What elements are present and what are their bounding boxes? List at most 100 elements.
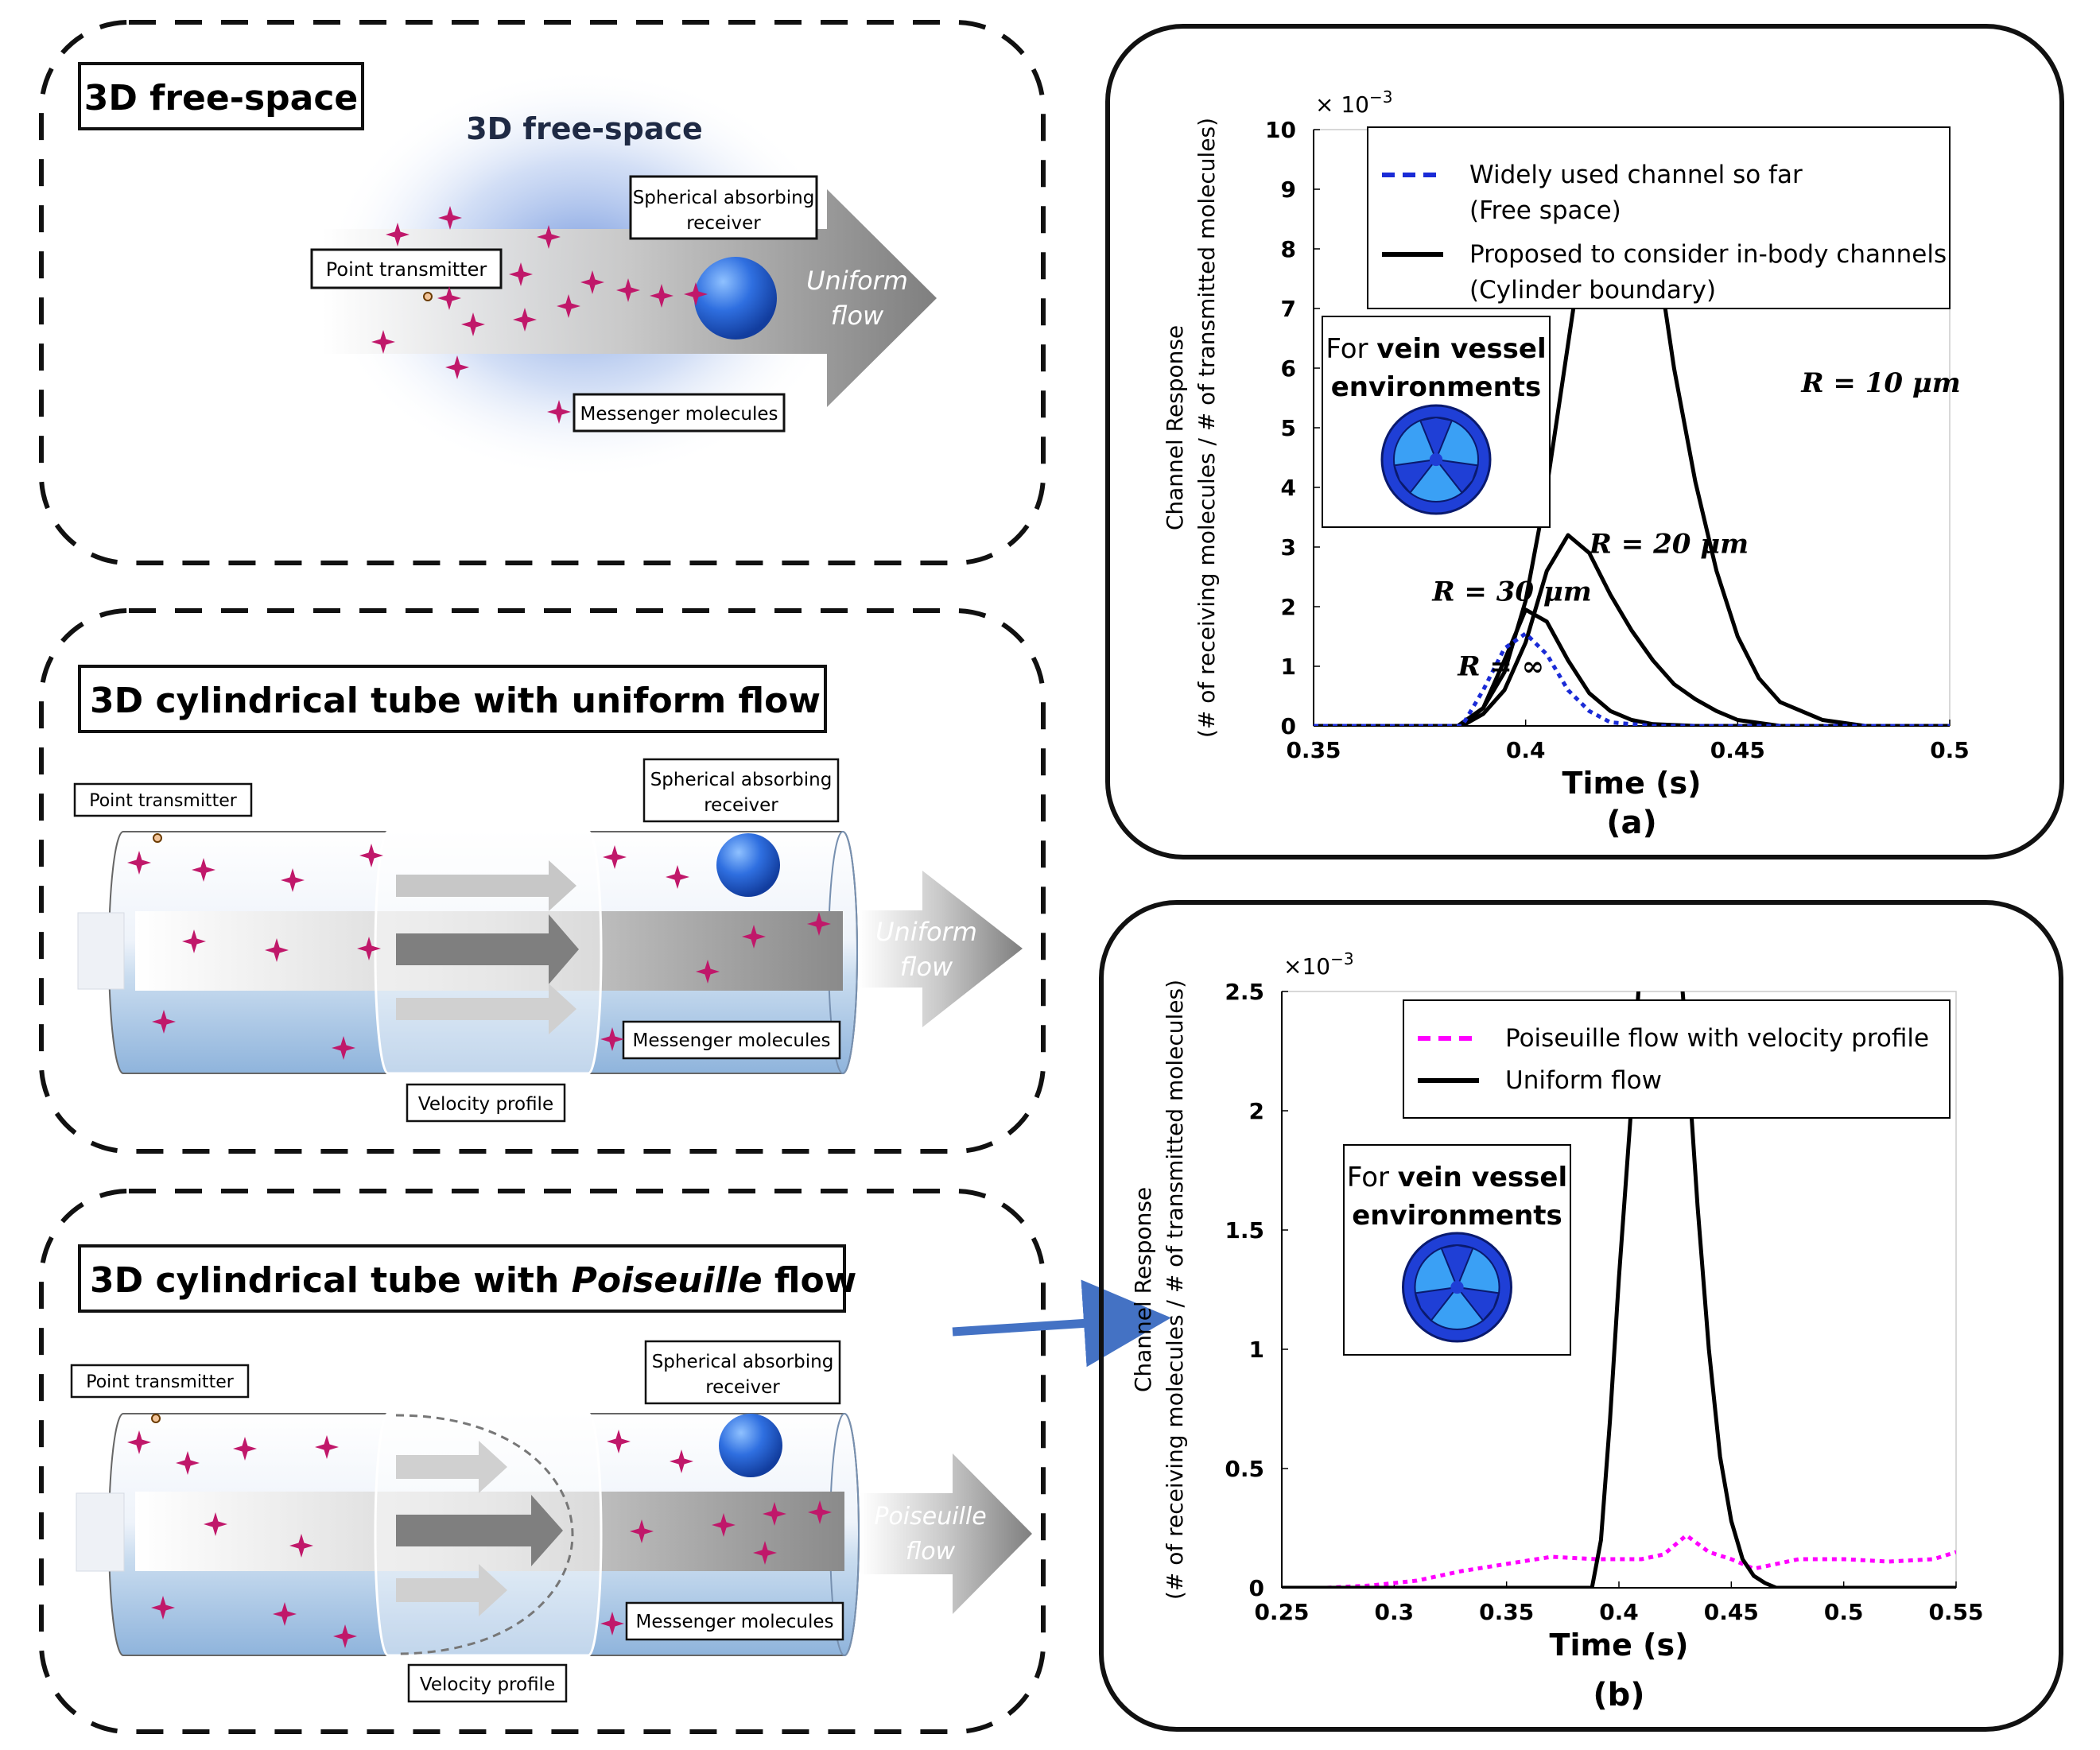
point-transmitter — [423, 292, 433, 301]
messenger-molecule — [127, 1430, 151, 1454]
vein-cross-section-icon — [1380, 404, 1492, 515]
y-tick-label: 7 — [1281, 296, 1296, 322]
uniform-tube-panel: 3D cylindrical tube with uniform flow Po… — [39, 608, 1046, 1154]
curve-annotation: R = 20 μm — [1589, 529, 1749, 561]
y-axis-label-line2: (# of receiving molecules / # of transmi… — [1194, 118, 1220, 738]
legend-label-line2: (Free space) — [1469, 196, 1621, 225]
messenger-molecule — [763, 1502, 786, 1526]
velocity-label: Velocity profile — [420, 1674, 555, 1695]
molecules-label-box — [622, 1020, 841, 1060]
flow-label-line2: flow — [900, 952, 953, 982]
velocity-arrow-top — [396, 1441, 507, 1493]
messenger-molecule — [650, 284, 673, 308]
velocity-label-box — [406, 1083, 566, 1123]
curve-annotation: R = ∞ — [1457, 650, 1544, 682]
inner-title: 3D free-space — [466, 111, 703, 146]
messenger-molecules-free — [371, 206, 708, 424]
inset-title-line2: environments — [1331, 371, 1542, 403]
velocity-arrow-top — [396, 860, 576, 911]
y-tick-label: 0 — [1281, 713, 1296, 739]
transmitter-label: Point transmitter — [86, 1372, 235, 1392]
receiver-sphere — [694, 257, 777, 340]
vein-valve-leaflet — [1393, 458, 1438, 495]
series-line — [1282, 991, 1956, 1588]
legend-label: Uniform flow — [1505, 1066, 1662, 1095]
messenger-molecule — [547, 400, 571, 424]
receiver-label-box — [642, 758, 840, 823]
messenger-molecule — [712, 1513, 736, 1537]
molecules-label-box — [573, 393, 786, 433]
transmitter-label: Point transmitter — [326, 258, 487, 281]
messenger-molecule — [742, 925, 766, 949]
x-tick-label: 0.25 — [1254, 1599, 1309, 1625]
x-tick-label: 0.55 — [1928, 1599, 1983, 1625]
chart-b-frame — [1099, 900, 2063, 1732]
messenger-molecule — [371, 330, 395, 354]
y-tick-label: 6 — [1281, 355, 1296, 382]
receiver-label-line1: Spherical absorbing — [650, 770, 833, 790]
molecules-label: Messenger molecules — [636, 1612, 834, 1632]
panel-title-prefix: 3D cylindrical tube with — [90, 1260, 572, 1301]
receiver-label-line2: receiver — [705, 1377, 780, 1398]
inset-title-line1: For vein vessel — [1326, 333, 1546, 365]
poiseuille-tube-panel: 3D cylindrical tube with Poiseuille flow… — [39, 1189, 1046, 1734]
vein-valve-leaflet — [1414, 1286, 1459, 1322]
messenger-molecule — [808, 1500, 832, 1524]
messenger-molecules-uniform — [127, 844, 831, 1060]
messenger-molecule — [603, 845, 627, 869]
receiver-sphere — [719, 1414, 782, 1477]
y-axis-label-line1: Channel Response — [1130, 1187, 1156, 1392]
messenger-molecule — [273, 1602, 297, 1626]
y-tick-label: 2 — [1281, 594, 1296, 620]
flow-label-line1: Uniform — [806, 266, 908, 296]
messenger-molecule — [630, 1519, 654, 1543]
receiver-sphere — [716, 833, 780, 897]
messenger-molecule — [192, 858, 215, 882]
flow-arrow — [859, 871, 1023, 1027]
velocity-arrow-middle — [396, 914, 579, 984]
receiver-label-line1: Spherical absorbing — [652, 1352, 834, 1372]
inset-title-bold: vein vessel — [1398, 1162, 1567, 1193]
curve-annotation: R = 10 μm — [1800, 367, 1960, 399]
y-tick-label: 10 — [1265, 117, 1296, 143]
messenger-molecule — [289, 1534, 313, 1558]
y-tick-label: 4 — [1281, 475, 1296, 501]
velocity-arrow-bottom — [396, 1564, 507, 1616]
x-tick-label: 0.35 — [1479, 1599, 1534, 1625]
messenger-molecule — [182, 929, 206, 953]
messenger-molecule — [437, 286, 461, 310]
vein-valve-leaflet — [1419, 416, 1454, 462]
y-axis-label-line1: Channel Response — [1162, 325, 1188, 530]
panel-title: 3D free-space — [84, 78, 359, 118]
messenger-molecule — [600, 1027, 624, 1051]
messenger-molecule — [616, 278, 640, 302]
legend-box — [1403, 999, 1951, 1119]
messenger-molecule — [461, 312, 485, 336]
messenger-molecule — [386, 223, 410, 246]
receiver-label-line1: Spherical absorbing — [633, 188, 815, 208]
panel-title-box — [78, 1244, 846, 1313]
velocity-arrow-bottom — [396, 984, 576, 1034]
x-tick-label: 0.5 — [1930, 737, 1970, 763]
x-tick-label: 0.4 — [1506, 737, 1546, 763]
messenger-molecule — [332, 1036, 355, 1060]
x-axis-label: Time (s) — [1562, 766, 1702, 801]
messenger-molecule — [127, 851, 151, 875]
y-multiplier: × 10−3 — [1315, 87, 1392, 118]
transmitter-label-box — [310, 248, 503, 289]
messenger-molecule — [684, 282, 708, 306]
messenger-molecule — [513, 308, 537, 332]
legend-label: Proposed to consider in-body channels — [1469, 240, 1947, 269]
y-axis-label-line2: (# of receiving molecules / # of transmi… — [1162, 980, 1188, 1600]
flow-label-line2: flow — [831, 301, 884, 331]
panel-title: 3D cylindrical tube with uniform flow — [90, 681, 821, 721]
legend-label: Poiseuille flow with velocity profile — [1505, 1024, 1929, 1053]
messenger-molecule — [537, 225, 561, 249]
legend-label-line2: (Cylinder boundary) — [1469, 276, 1716, 305]
y-tick-label: 9 — [1281, 177, 1296, 203]
plot-lines — [1314, 130, 1950, 726]
messenger-molecule — [557, 294, 580, 318]
